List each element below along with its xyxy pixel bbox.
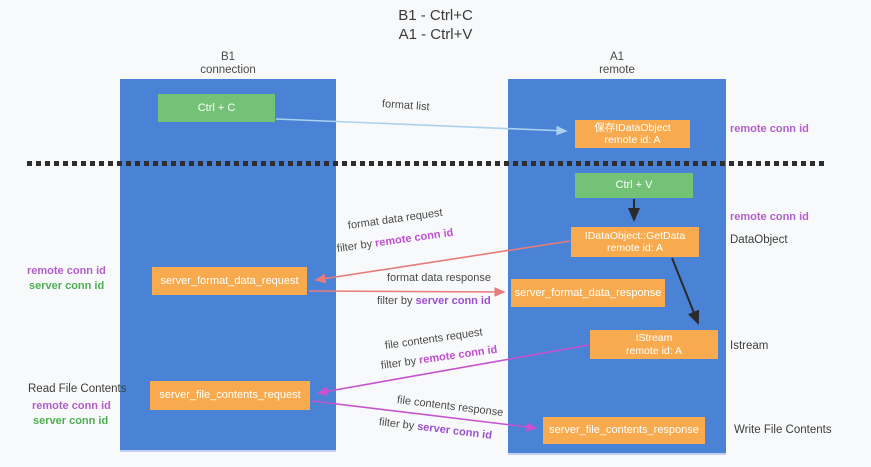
arrow-format-data-response [308,287,506,297]
remote-conn-id-text: remote conn id [374,226,455,250]
filter-by-text: filter by [336,237,376,255]
lane-b1-subtitle: connection [200,64,256,76]
node-server-format-data-request: server_format_data_request [152,267,307,295]
label-filter-by-server-1: filter by server conn id [377,295,491,307]
node-server-format-data-request-label: server_format_data_request [160,274,299,287]
node-server-file-contents-response-label: server_file_contents_response [549,424,699,437]
node-saved-idataobject: 保存IDataObject remote id: A [575,120,690,148]
right-label-remote-conn-id-2: remote conn id [730,211,809,223]
title-line-1: B1 - Ctrl+C [398,7,473,24]
label-format-data-response: format data response [387,272,491,284]
node-istream-line2: remote id: A [625,344,683,357]
left-label-server-conn-id-1: server conn id [29,280,105,292]
lane-header-b1: B1 connection [120,51,336,77]
left-label-server-conn-id-2: server conn id [33,415,109,427]
node-istream-line1: IStream [635,332,673,344]
node-saved-idataobject-line1: 保存IDataObject [594,121,671,134]
lane-a1-name: A1 [609,51,625,63]
right-label-remote-conn-id-1: remote conn id [730,123,809,135]
left-label-read-file-contents: Read File Contents [28,383,127,395]
node-ctrl-c-label: Ctrl + C [197,101,236,114]
remote-conn-id-text: remote conn id [418,343,499,367]
node-server-file-contents-response: server_file_contents_response [543,417,705,444]
filter-by-text: filter by [378,416,418,433]
server-conn-id-text: server conn id [415,295,491,307]
node-ctrl-c: Ctrl + C [158,94,275,122]
diagram-title: B1 - Ctrl+C A1 - Ctrl+V [0,6,871,44]
node-idataobject-getdata: IDataObject::GetData remote id: A [571,227,699,257]
right-label-istream: Istream [730,340,769,352]
node-getdata-line1: IDataObject::GetData [584,229,686,242]
right-label-dataobject: DataObject [730,234,788,246]
filter-by-text: filter by [377,295,416,307]
node-getdata-line2: remote id: A [606,242,664,254]
phase-separator-dashed-line [27,161,824,166]
left-label-remote-conn-id-2: remote conn id [32,400,111,412]
node-server-file-contents-request: server_file_contents_request [150,381,310,410]
node-saved-idataobject-line2: remote id: A [604,134,661,146]
label-file-contents-response: file contents response [396,394,504,419]
label-filter-by-server-2: filter by server conn id [378,416,492,442]
label-format-data-request: format data request [347,206,444,232]
title-line-2: A1 - Ctrl+V [398,26,473,43]
node-server-file-contents-request-label: server_file_contents_request [159,389,301,402]
node-ctrl-v: Ctrl + V [575,173,693,198]
right-label-write-file-contents: Write File Contents [734,424,832,436]
lane-header-a1: A1 remote [508,51,726,77]
label-format-list: format list [381,98,430,114]
filter-by-text: filter by [380,354,420,372]
node-istream: IStream remote id: A [590,330,718,359]
node-server-format-data-response-label: server_format_data_response [514,286,662,299]
server-conn-id-text: server conn id [416,420,493,442]
lane-a1-subtitle: remote [599,64,635,76]
node-server-format-data-response: server_format_data_response [511,279,665,307]
lane-b1-name: B1 [220,51,236,63]
left-label-remote-conn-id-1: remote conn id [27,265,106,277]
node-ctrl-v-label: Ctrl + V [615,179,653,192]
